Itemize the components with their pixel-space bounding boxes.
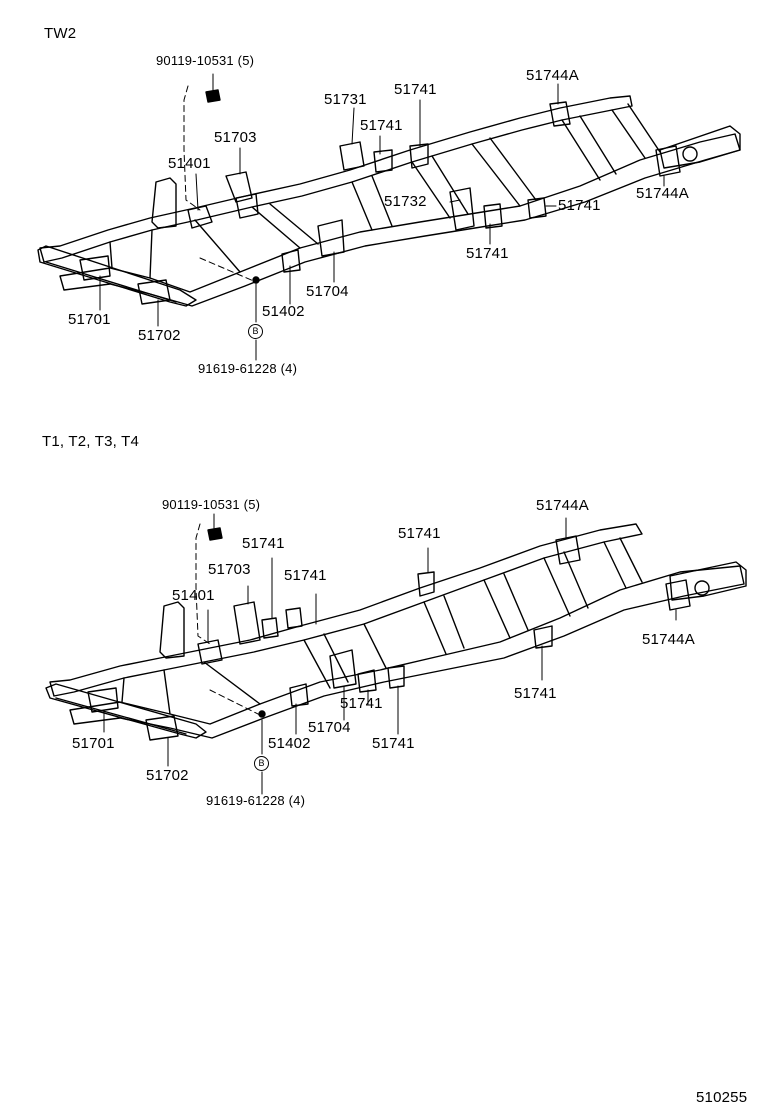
part-label: 51702 — [138, 327, 181, 344]
part-label: 51741 — [372, 735, 415, 752]
part-label: 51701 — [68, 311, 111, 328]
part-label: 51402 — [262, 303, 305, 320]
part-label: 51744A — [536, 497, 589, 514]
part-label: 51741 — [340, 695, 383, 712]
frame-drawing-tw2 — [37, 73, 741, 361]
part-label: 51731 — [324, 91, 367, 108]
part-label: 51744A — [526, 67, 579, 84]
part-label: 51741 — [398, 525, 441, 542]
bolt-part-label: 90119-10531 (5) — [162, 497, 261, 512]
part-label: 51702 — [146, 767, 189, 784]
part-label: 51704 — [306, 283, 349, 300]
part-label: 51732 — [384, 193, 427, 210]
part-label: 51744A — [636, 185, 689, 202]
part-label: 51741 — [514, 685, 557, 702]
frame-drawing-t1-t4 — [45, 513, 747, 795]
part-label: 51401 — [168, 155, 211, 172]
part-label: 51741 — [466, 245, 509, 262]
part-label: 51741 — [360, 117, 403, 134]
clip-part-label: 91619-61228 (4) — [198, 361, 298, 376]
clip-marker-b-icon: B — [254, 756, 269, 771]
variant-label: TW2 — [44, 25, 77, 42]
part-label: 51744A — [642, 631, 695, 648]
part-label: 51741 — [242, 535, 285, 552]
part-label: 51741 — [284, 567, 327, 584]
part-label: 51701 — [72, 735, 115, 752]
part-label: 51703 — [208, 561, 251, 578]
part-label: 51741 — [394, 81, 437, 98]
part-label: 51703 — [214, 129, 257, 146]
part-label: 51402 — [268, 735, 311, 752]
part-label: 51704 — [308, 719, 351, 736]
drawing-number: 510255 — [696, 1089, 748, 1106]
clip-part-label: 91619-61228 (4) — [206, 793, 306, 808]
part-label: 51741 — [558, 197, 601, 214]
bolt-part-label: 90119-10531 (5) — [156, 53, 255, 68]
variant-label: T1, T2, T3, T4 — [42, 433, 140, 450]
clip-marker-b-icon: B — [248, 324, 263, 339]
part-label: 51401 — [172, 587, 215, 604]
